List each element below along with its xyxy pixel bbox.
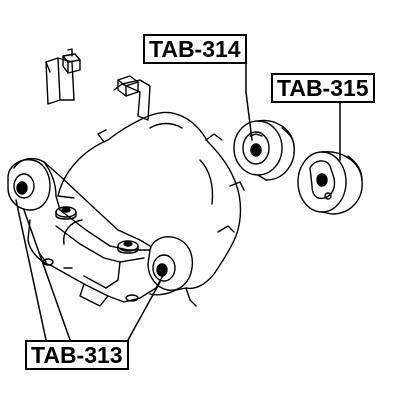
- differential-housing: [57, 111, 245, 307]
- bushing-315: [297, 151, 363, 215]
- leader-313-left-b: [23, 209, 71, 341]
- part-label-tab-314: TAB-314: [143, 34, 247, 64]
- crossmember-arm: [13, 157, 167, 307]
- leader-313-right: [127, 281, 161, 341]
- nut-right: [117, 75, 139, 97]
- part-label-tab-315: TAB-315: [271, 73, 375, 103]
- bracket-left: [45, 57, 75, 105]
- bolt-upper: [55, 206, 77, 220]
- leader-314: [245, 57, 253, 141]
- bracket-right: [113, 79, 151, 121]
- bolt-lower: [117, 240, 139, 254]
- bushing-313-right: [147, 236, 194, 291]
- leader-313-left: [15, 199, 47, 341]
- leader-lines: [15, 57, 341, 341]
- nut-left: [62, 48, 81, 74]
- part-label-tab-313: TAB-313: [25, 340, 129, 370]
- bushing-314: [233, 119, 295, 181]
